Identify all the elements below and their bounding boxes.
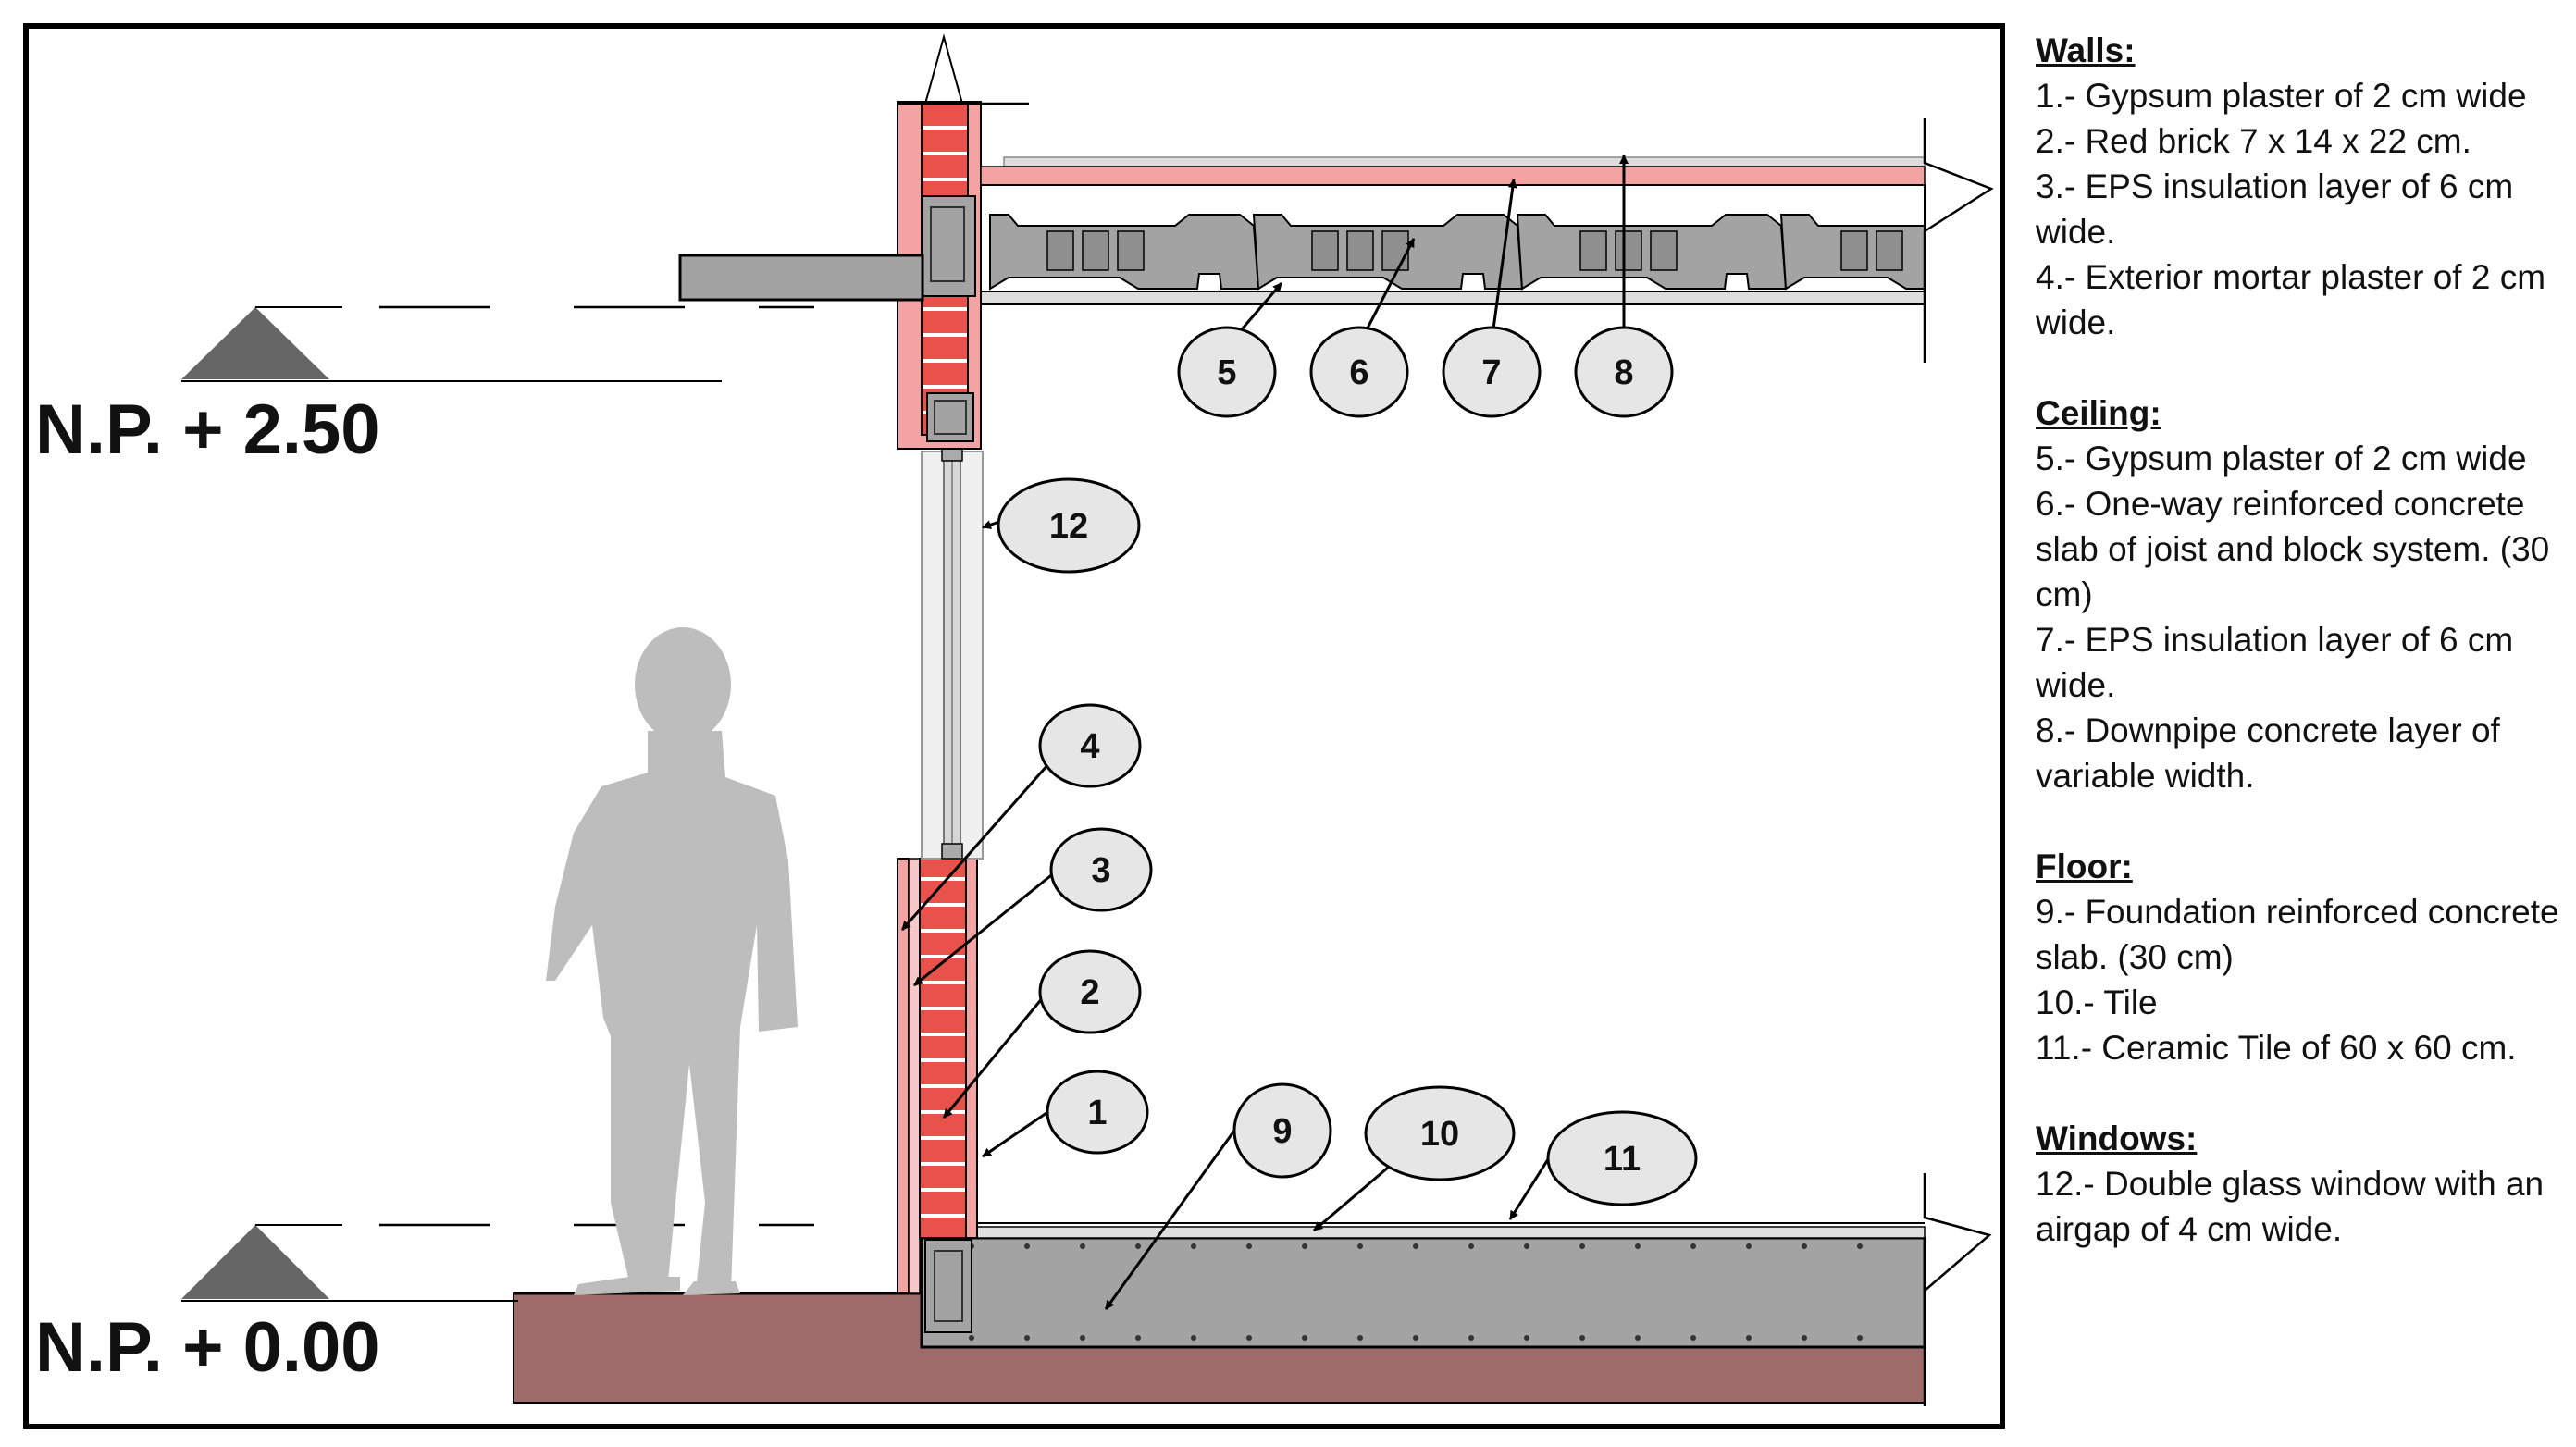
legend-item-7: 7.- EPS insulation layer of 6 cm wide. <box>2036 621 2514 704</box>
legend-item-8: 8.- Downpipe concrete layer of variable … <box>2036 711 2500 795</box>
legend-item-3: 3.- EPS insulation layer of 6 cm wide. <box>2036 167 2514 251</box>
legend-floor-heading: Floor: <box>2036 847 2133 885</box>
callout-10-label: 10 <box>1420 1115 1459 1154</box>
callout-7: 7 <box>1442 326 1542 418</box>
foundation-slab <box>920 1236 1926 1349</box>
drawing-frame <box>23 23 2005 1429</box>
callout-2: 2 <box>1038 949 1142 1034</box>
slab-rebar <box>969 1243 1863 1341</box>
legend-item-5: 5.- Gypsum plaster of 2 cm wide <box>2036 439 2527 477</box>
callout-12: 12 <box>997 477 1141 574</box>
eps-insulation-ceiling <box>980 166 1926 186</box>
floor-break-line <box>1923 1173 1992 1406</box>
callout-1-label: 1 <box>1087 1094 1107 1132</box>
callout-3-label: 3 <box>1091 851 1110 890</box>
eave-overhang <box>678 254 924 302</box>
legend-item-9: 9.- Foundation reinforced concrete slab.… <box>2036 893 2559 976</box>
legend-item-12: 12.- Double glass window with an airgap … <box>2036 1165 2545 1248</box>
callout-8: 8 <box>1574 326 1674 418</box>
callout-4-label: 4 <box>1080 727 1099 766</box>
callout-9-label: 9 <box>1272 1112 1292 1151</box>
callout-5-label: 5 <box>1217 353 1236 392</box>
person-silhouette <box>546 627 798 1295</box>
eps-insulation-lower <box>908 858 921 1294</box>
level-label-upper: N.P. + 2.50 <box>35 390 380 469</box>
callout-11: 11 <box>1546 1110 1698 1206</box>
legend-item-4: 4.- Exterior mortar plaster of 2 cm wide… <box>2036 258 2546 341</box>
callout-7-label: 7 <box>1481 353 1501 392</box>
downpipe-concrete-layer <box>1003 156 1926 167</box>
upper-level-marker <box>181 305 814 382</box>
block-voids <box>1046 230 1903 271</box>
legend-ceiling: Ceiling: 5.- Gypsum plaster of 2 cm wide… <box>2036 390 2572 798</box>
legend-walls-heading: Walls: <box>2036 31 2136 69</box>
callout-8-label: 8 <box>1614 353 1633 392</box>
legend-windows-heading: Windows: <box>2036 1119 2198 1157</box>
callout-6: 6 <box>1309 326 1409 418</box>
callout-1: 1 <box>1046 1070 1149 1155</box>
legend-item-11: 11.- Ceramic Tile of 60 x 60 cm. <box>2036 1029 2517 1067</box>
callout-4: 4 <box>1038 703 1142 788</box>
tile-layer <box>921 1226 1926 1239</box>
top-marker <box>924 33 963 105</box>
callout-12-label: 12 <box>1049 507 1088 546</box>
parapet-brick <box>921 103 969 197</box>
callout-11-label: 11 <box>1604 1140 1641 1179</box>
ceiling-break-line <box>1923 118 1994 363</box>
foundation-beam <box>924 1239 972 1333</box>
callout-3: 3 <box>1049 827 1153 912</box>
gypsum-plaster-ceiling <box>980 291 1926 305</box>
callout-10: 10 <box>1364 1085 1516 1181</box>
legend-item-1: 1.- Gypsum plaster of 2 cm wide <box>2036 77 2527 115</box>
legend-item-2: 2.- Red brick 7 x 14 x 22 cm. <box>2036 122 2471 160</box>
legend-windows: Windows: 12.- Double glass window with a… <box>2036 1116 2572 1252</box>
legend-item-10: 10.- Tile <box>2036 983 2158 1021</box>
red-brick-lower <box>919 858 967 1239</box>
gypsum-plaster-lower <box>965 858 978 1239</box>
callout-leaders <box>900 155 1629 1310</box>
legend-panel: Walls: 1.- Gypsum plaster of 2 cm wide 2… <box>2036 28 2572 1297</box>
level-label-lower: N.P. + 0.00 <box>35 1308 380 1387</box>
callout-5: 5 <box>1177 326 1277 418</box>
callout-9: 9 <box>1232 1082 1332 1179</box>
callout-6-label: 6 <box>1349 353 1368 392</box>
legend-ceiling-heading: Ceiling: <box>2036 394 2161 432</box>
legend-floor: Floor: 9.- Foundation reinforced concret… <box>2036 844 2572 1070</box>
callout-2-label: 2 <box>1080 973 1099 1012</box>
legend-item-6: 6.- One-way reinforced concrete slab of … <box>2036 485 2550 613</box>
legend-walls: Walls: 1.- Gypsum plaster of 2 cm wide 2… <box>2036 28 2572 345</box>
